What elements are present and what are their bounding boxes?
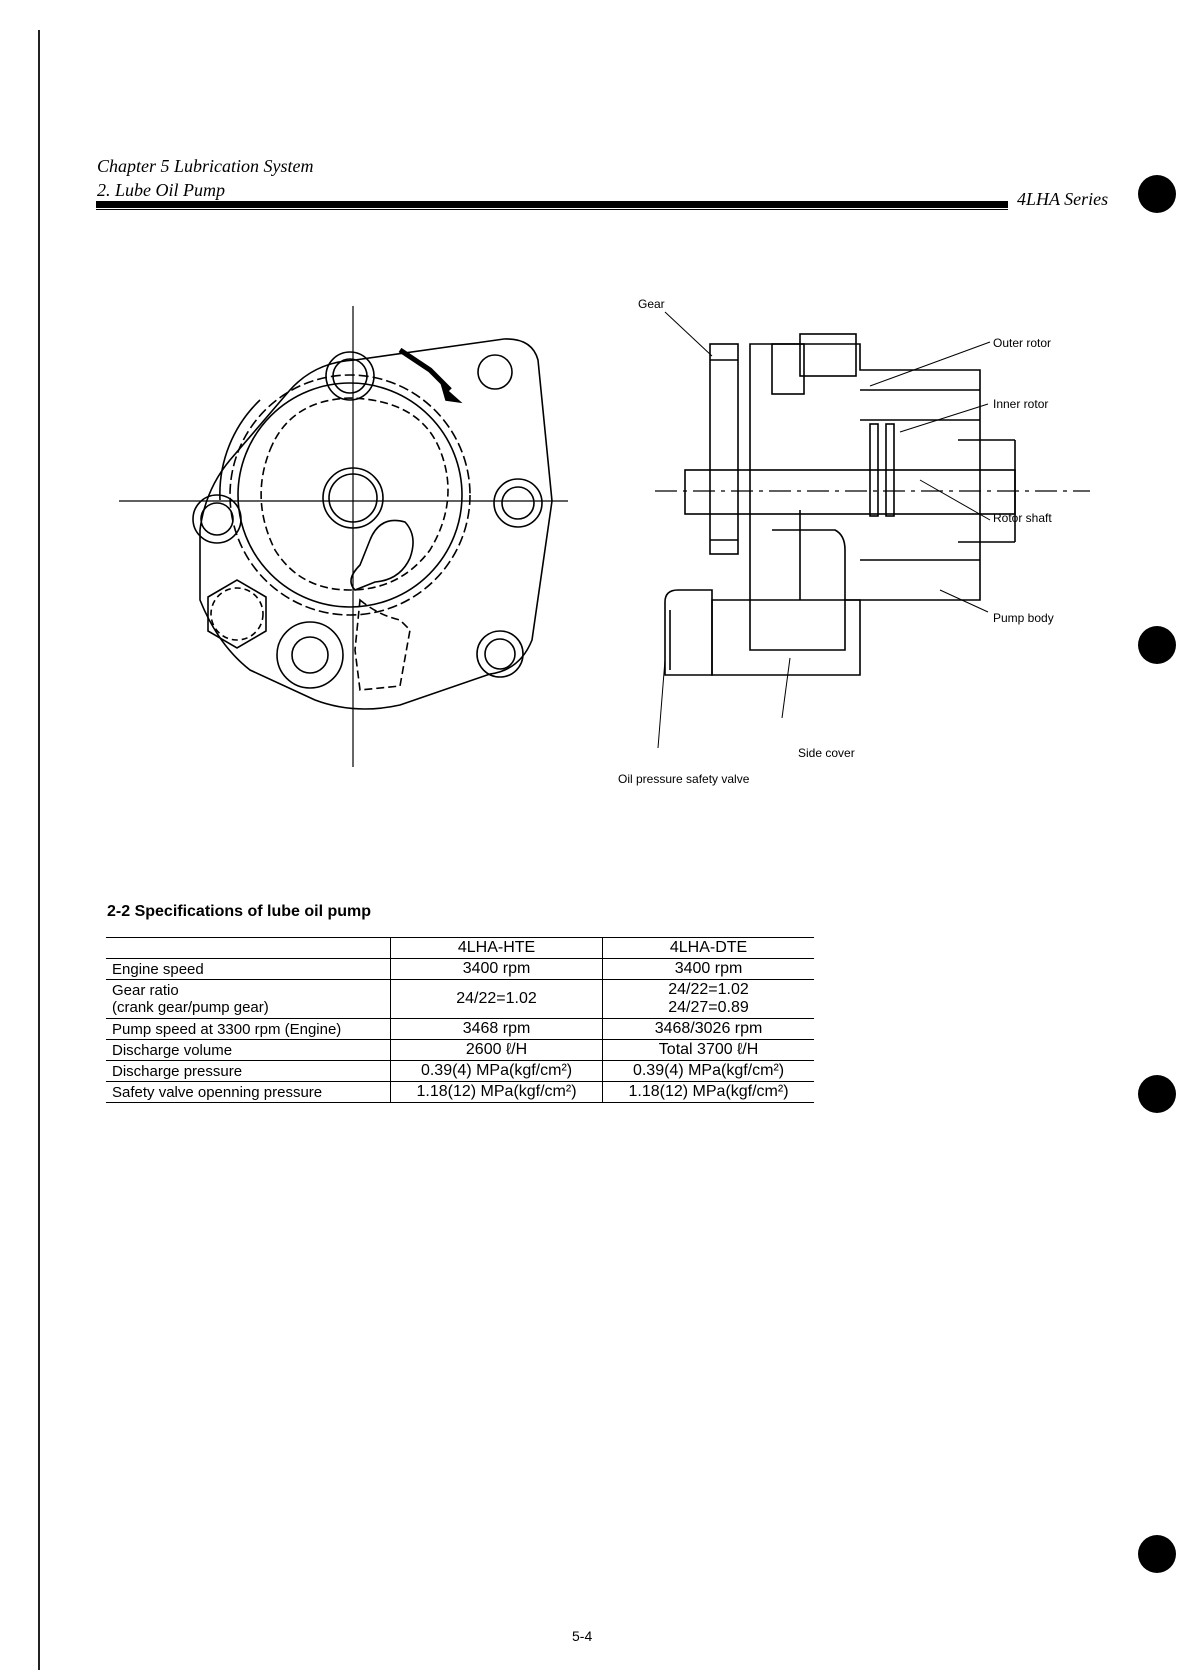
- spec-cell-dte: 24/22=1.02 24/27=0.89: [602, 979, 814, 1019]
- spec-row-label: Gear ratio (crank gear/pump gear): [106, 980, 391, 1019]
- binding-line: [38, 30, 40, 1670]
- spec-row-label: Engine speed: [112, 960, 204, 978]
- header-series: 4LHA Series: [1017, 189, 1109, 209]
- spec-cell-hte: 2600 ℓ/H: [389, 1039, 603, 1061]
- punch-hole-4: [1138, 1535, 1176, 1573]
- spec-cell-hte: 3468 rpm: [389, 1018, 603, 1040]
- header-chapter: Chapter 5 Lubrication System: [97, 156, 314, 176]
- spec-row-label: Safety valve openning pressure: [112, 1083, 323, 1101]
- spec-cell-dte-line1: 24/22=1.02: [668, 981, 749, 998]
- spec-row-label: Discharge volume: [112, 1041, 233, 1059]
- label-pump-body: Pump body: [993, 611, 1054, 625]
- header-rule-thin: [96, 209, 1008, 210]
- table-row: Gear ratio (crank gear/pump gear) 24/22=…: [106, 979, 814, 1019]
- spec-cell-hte: 1.18(12) MPa(kgf/cm²): [389, 1081, 603, 1103]
- label-side-cover: Side cover: [798, 746, 855, 760]
- label-outer-rotor: Outer rotor: [993, 336, 1051, 350]
- table-row: Discharge pressure 0.39(4) MPa(kgf/cm²) …: [106, 1060, 814, 1082]
- spec-cell-dte: 0.39(4) MPa(kgf/cm²): [602, 1060, 814, 1082]
- spec-row-label-sub: (crank gear/pump gear): [112, 999, 269, 1016]
- spec-cell-hte: 0.39(4) MPa(kgf/cm²): [389, 1060, 603, 1082]
- table-row: Engine speed 3400 rpm 3400 rpm: [106, 958, 814, 980]
- label-safety-valve: Oil pressure safety valve: [618, 772, 750, 786]
- pump-diagram-svg: Gear Outer rotor Inner rotor Rotor shaft…: [119, 297, 1090, 786]
- table-row: Discharge volume 2600 ℓ/H Total 3700 ℓ/H: [106, 1039, 814, 1061]
- header-rule: [96, 201, 1008, 208]
- punch-hole-1: [1138, 175, 1176, 213]
- header-section: 2. Lube Oil Pump: [97, 180, 225, 200]
- spec-row-label-main: Gear ratio: [112, 982, 179, 999]
- spec-title: 2-2 Specifications of lube oil pump: [107, 903, 372, 920]
- spec-header-blank: [106, 938, 391, 959]
- spec-row-label: Pump speed at 3300 rpm (Engine): [112, 1020, 342, 1038]
- spec-table: 4LHA-HTE 4LHA-DTE Engine speed 3400 rpm …: [106, 937, 814, 1103]
- spec-cell-dte-line2: 24/27=0.89: [668, 999, 749, 1016]
- punch-hole-3: [1138, 1075, 1176, 1113]
- label-rotor-shaft: Rotor shaft: [993, 511, 1052, 525]
- label-inner-rotor: Inner rotor: [993, 397, 1048, 411]
- spec-cell-dte: Total 3700 ℓ/H: [602, 1039, 814, 1061]
- spec-header-hte: 4LHA-HTE: [389, 937, 603, 959]
- label-gear: Gear: [638, 297, 665, 311]
- spec-row-label: Discharge pressure: [112, 1062, 243, 1080]
- spec-cell-dte: 1.18(12) MPa(kgf/cm²): [602, 1081, 814, 1103]
- table-row: Safety valve openning pressure 1.18(12) …: [106, 1081, 814, 1103]
- spec-cell-hte: 24/22=1.02: [389, 979, 603, 1019]
- page-number: 5-4: [572, 1628, 593, 1644]
- spec-cell-dte: 3468/3026 rpm: [602, 1018, 814, 1040]
- punch-hole-2: [1138, 626, 1176, 664]
- table-row: Pump speed at 3300 rpm (Engine) 3468 rpm…: [106, 1018, 814, 1040]
- spec-cell-dte: 3400 rpm: [602, 958, 814, 980]
- pump-diagram: Gear Outer rotor Inner rotor Rotor shaft…: [100, 290, 1140, 805]
- spec-header-dte: 4LHA-DTE: [602, 937, 814, 959]
- spec-header-row: 4LHA-HTE 4LHA-DTE: [106, 937, 814, 959]
- spec-cell-hte: 3400 rpm: [389, 958, 603, 980]
